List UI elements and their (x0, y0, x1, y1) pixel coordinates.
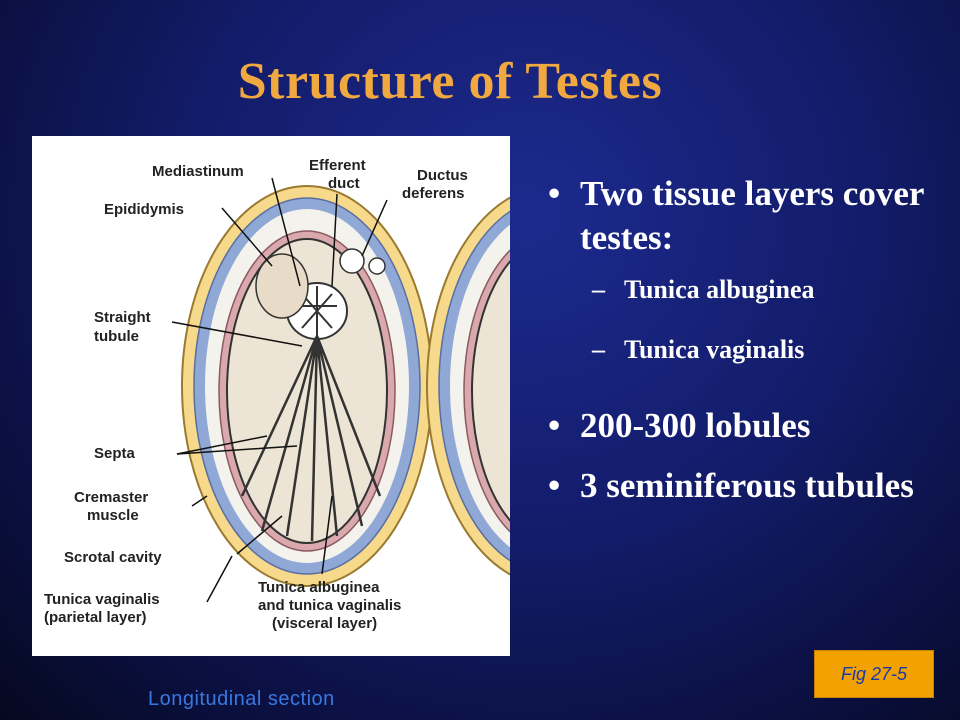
sub-bullet-item: – Tunica albuginea (548, 274, 948, 306)
label-mediastinum: Mediastinum (152, 163, 244, 180)
bullet-list: • Two tissue layers cover testes: – Tuni… (548, 172, 948, 508)
figure-caption: Longitudinal section (148, 688, 335, 710)
sub-bullet-text: Tunica albuginea (624, 275, 815, 304)
sub-bullet-text: Tunica vaginalis (624, 335, 805, 364)
label-ta-line3: (visceral layer) (272, 615, 377, 632)
label-efferent-line2: duct (328, 175, 360, 192)
label-cremaster-line2: muscle (87, 507, 139, 524)
label-septa: Septa (94, 445, 136, 462)
label-efferent-line1: Efferent (309, 157, 366, 174)
bullet-item: • Two tissue layers cover testes: (548, 172, 948, 260)
label-cremaster-line1: Cremaster (74, 489, 148, 506)
bullet-text: Two tissue layers cover testes: (580, 174, 924, 257)
label-ductus-line1: Ductus (417, 167, 468, 184)
label-scrotal-cavity: Scrotal cavity (64, 549, 162, 566)
label-tv-parietal-line1: Tunica vaginalis (44, 591, 160, 608)
label-ta-line2: and tunica vaginalis (258, 597, 401, 614)
bullet-dot-icon: • (548, 174, 561, 213)
label-straight-line2: tubule (94, 328, 139, 345)
bullet-text: 200-300 lobules (580, 406, 811, 445)
label-epididymis: Epididymis (104, 201, 184, 218)
bullet-dot-icon: • (548, 466, 561, 505)
sub-bullet-item: – Tunica vaginalis (548, 334, 948, 366)
dash-icon: – (592, 275, 605, 304)
slide-title: Structure of Testes (237, 53, 663, 110)
bullet-dot-icon: • (548, 406, 561, 445)
dash-icon: – (592, 335, 605, 364)
bullet-text: 3 seminiferous tubules (580, 466, 914, 505)
figure-reference-badge: Fig 27-5 (814, 650, 934, 698)
bullet-item: • 200-300 lobules (548, 404, 948, 448)
label-ductus-line2: deferens (402, 185, 465, 202)
label-straight-line1: Straight (94, 309, 151, 326)
testes-diagram: Mediastinum Efferent duct Ductus deferen… (32, 136, 510, 656)
bullet-item: • 3 seminiferous tubules (548, 464, 948, 508)
testes-illustration: Mediastinum Efferent duct Ductus deferen… (44, 157, 510, 632)
label-ta-line1: Tunica albuginea (258, 579, 380, 596)
label-tv-parietal-line2: (parietal layer) (44, 609, 147, 626)
